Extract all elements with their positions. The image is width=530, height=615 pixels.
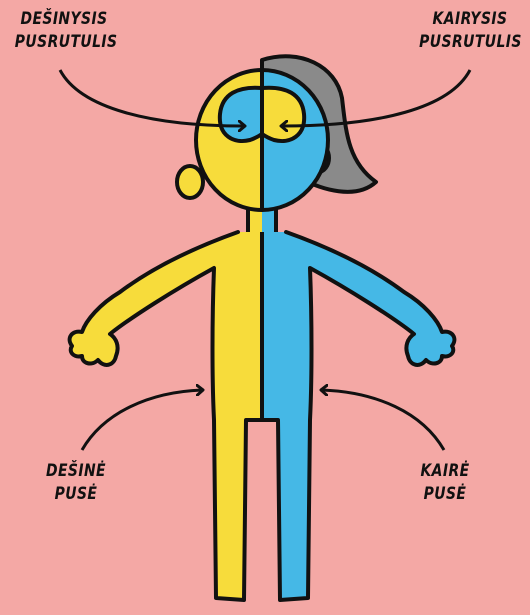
arrow-right-side (82, 390, 202, 450)
body-blue-half (262, 232, 454, 600)
arrow-left-side (322, 390, 444, 450)
brain-right-hemisphere-icon (220, 88, 262, 141)
ear-right-icon (177, 166, 203, 198)
body-yellow-half (70, 232, 262, 600)
brain-left-hemisphere-icon (262, 88, 304, 141)
